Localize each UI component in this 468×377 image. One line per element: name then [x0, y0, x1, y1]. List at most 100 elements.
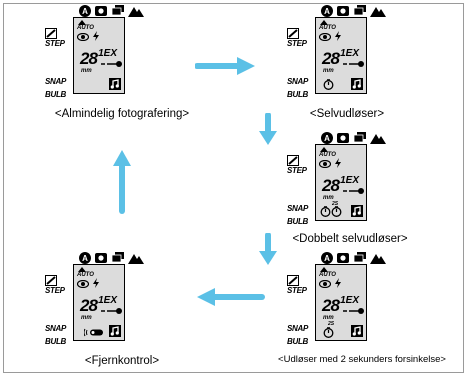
snap-label: SNAP — [45, 324, 67, 333]
bulb-label: BULB — [287, 217, 309, 226]
panel-two-second-release: A STEP SNAP BULB AUTO 28 mm 1EX 2S — [287, 251, 389, 351]
exposure-count: 1EX — [98, 295, 117, 306]
music-note-icon — [109, 78, 121, 90]
bulb-label: BULB — [287, 90, 309, 99]
multi-shot-icon — [353, 5, 366, 16]
diagram-frame — [3, 3, 464, 373]
arrow-right — [195, 57, 255, 75]
exposure-count: 1EX — [340, 48, 359, 59]
exposure-bar — [343, 61, 364, 67]
indicator-triangle — [320, 20, 328, 25]
two-second-label: 2S — [328, 321, 335, 327]
frame-count: 28 — [322, 296, 340, 315]
mountain-icon — [128, 254, 144, 264]
step-label: STEP — [45, 39, 65, 48]
panel-double-self-timer: A STEP SNAP BULB AUTO 28 mm 1EX 2S — [287, 131, 389, 231]
mm-label: mm — [323, 315, 334, 321]
exposure-count: 1EX — [340, 175, 359, 186]
caption-two-second-release: <Udløser med 2 sekunders forsinkelse> — [278, 354, 446, 365]
music-note-icon — [351, 78, 363, 90]
flash-icon — [93, 31, 99, 41]
multi-shot-icon — [353, 252, 366, 263]
indicator-triangle — [78, 20, 86, 25]
step-icon-box — [287, 28, 299, 41]
music-note-icon — [351, 205, 363, 217]
svg-text:A: A — [324, 134, 330, 143]
mountain-icon — [370, 7, 386, 17]
panel-normal: A STEP SNAP BULB AUTO 28 mm 1EX — [45, 4, 147, 104]
step-icon-box — [287, 155, 299, 168]
svg-text:A: A — [82, 7, 88, 16]
caption-self-timer: <Selvudløser> — [309, 108, 385, 120]
auto-mode-icon: A — [321, 252, 333, 264]
snap-label: SNAP — [287, 204, 309, 213]
svg-text:A: A — [82, 254, 88, 263]
mountain-icon — [370, 254, 386, 264]
svg-text:A: A — [324, 254, 330, 263]
lcd-display: AUTO 28 mm 1EX — [73, 264, 125, 341]
exposure-bar — [101, 61, 122, 67]
auto-mode-icon: A — [79, 252, 91, 264]
frame-count: 28 — [80, 49, 98, 68]
exposure-bar — [343, 188, 364, 194]
auto-label: AUTO — [77, 25, 94, 31]
mountain-icon — [128, 7, 144, 17]
camera-icon — [95, 253, 107, 263]
eye-icon — [319, 280, 331, 288]
mode-icons-row: A — [321, 252, 386, 264]
step-icon-box — [45, 275, 57, 288]
step-icon-box — [45, 28, 57, 41]
exposure-bar — [101, 308, 122, 314]
mode-icons-row: A — [321, 5, 386, 17]
svg-text:A: A — [324, 7, 330, 16]
auto-mode-icon: A — [321, 132, 333, 144]
mountain-icon — [370, 134, 386, 144]
caption-normal: <Almindelig fotografering> — [54, 108, 190, 120]
exposure-bar — [343, 308, 364, 314]
indicator-triangle — [320, 267, 328, 272]
flash-icon — [335, 158, 341, 168]
eye-icon — [77, 33, 89, 41]
caption-remote: <Fjernkontrol> — [84, 355, 160, 367]
snap-label: SNAP — [287, 324, 309, 333]
eye-icon — [319, 160, 331, 168]
auto-mode-icon: A — [321, 5, 333, 17]
lcd-display: AUTO 28 mm 1EX 2S — [315, 144, 367, 221]
self-timer-icon — [323, 327, 334, 338]
mode-icons-row: A — [79, 5, 144, 17]
bulb-label: BULB — [45, 90, 67, 99]
arrow-down-upper — [259, 113, 277, 145]
flash-icon — [335, 31, 341, 41]
camera-icon — [337, 253, 349, 263]
music-note-icon — [109, 325, 121, 337]
auto-mode-icon: A — [79, 5, 91, 17]
auto-label: AUTO — [319, 152, 336, 158]
remote-icon — [84, 328, 103, 337]
step-label: STEP — [45, 286, 65, 295]
frame-count: 28 — [80, 296, 98, 315]
indicator-triangle — [78, 267, 86, 272]
mm-label: mm — [81, 315, 92, 321]
multi-shot-icon — [111, 252, 124, 263]
eye-icon — [77, 280, 89, 288]
lcd-display: AUTO 28 mm 1EX — [73, 17, 125, 94]
mm-label: mm — [81, 68, 92, 74]
exposure-count: 1EX — [98, 48, 117, 59]
two-second-label: 2S — [332, 201, 339, 207]
multi-shot-icon — [353, 132, 366, 143]
auto-label: AUTO — [319, 272, 336, 278]
eye-icon — [319, 33, 331, 41]
step-icon-box — [287, 275, 299, 288]
auto-label: AUTO — [319, 25, 336, 31]
step-label: STEP — [287, 166, 307, 175]
camera-icon — [337, 6, 349, 16]
exposure-count: 1EX — [340, 295, 359, 306]
flash-icon — [335, 278, 341, 288]
step-label: STEP — [287, 286, 307, 295]
self-timer-icon — [320, 206, 331, 217]
indicator-triangle — [320, 147, 328, 152]
panel-remote: A STEP SNAP BULB AUTO 28 mm 1EX — [45, 251, 147, 351]
arrow-left — [197, 288, 265, 306]
step-label: STEP — [287, 39, 307, 48]
music-note-icon — [351, 325, 363, 337]
